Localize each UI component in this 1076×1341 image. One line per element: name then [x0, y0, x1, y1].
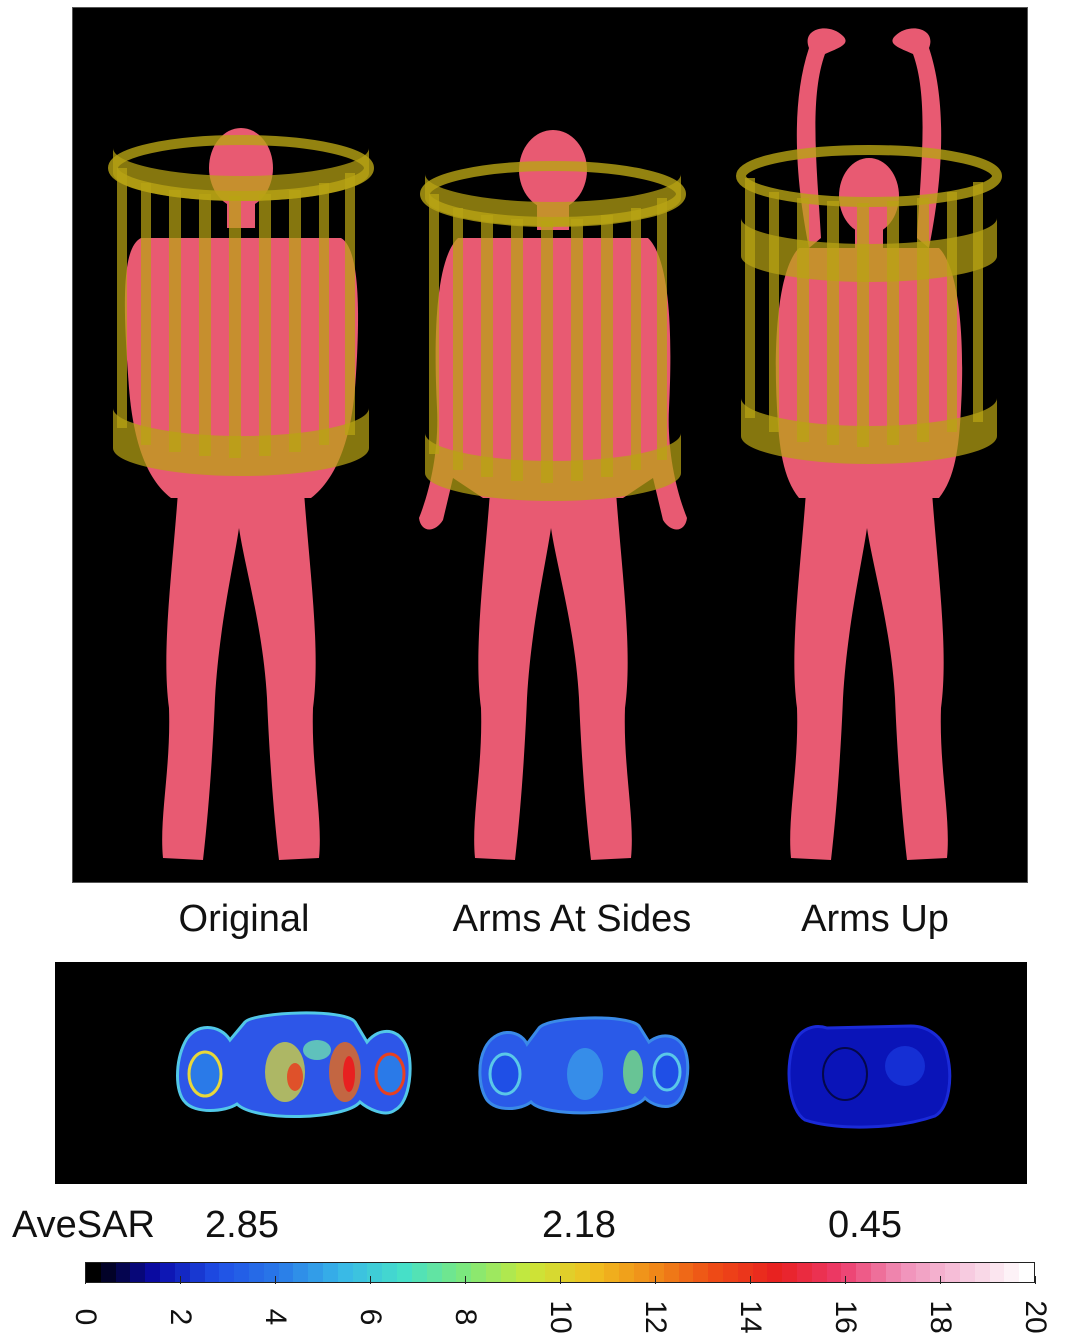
colorbar-segment — [975, 1263, 990, 1282]
colorbar-tick-mark — [1035, 1276, 1036, 1284]
colorbar-segment — [886, 1263, 901, 1282]
colorbar-tick-mark — [275, 1276, 276, 1284]
colorbar-segment — [753, 1263, 768, 1282]
colorbar-tick-label: 6 — [353, 1309, 387, 1326]
colorbar-segment — [442, 1263, 457, 1282]
colorbar-segment — [145, 1263, 160, 1282]
colorbar-tick-label: 4 — [258, 1309, 292, 1326]
colorbar-segment — [486, 1263, 501, 1282]
colorbar-segment — [664, 1263, 679, 1282]
colorbar-segment — [560, 1263, 575, 1282]
colorbar-segment — [130, 1263, 145, 1282]
colorbar-tick-label: 16 — [828, 1300, 862, 1333]
colorbar-segment — [679, 1263, 694, 1282]
colorbar-segment — [960, 1263, 975, 1282]
colorbar-segment — [205, 1263, 220, 1282]
colorbar-segment — [323, 1263, 338, 1282]
sar-map-panel — [55, 962, 1027, 1184]
colorbar-segment — [382, 1263, 397, 1282]
colorbar-segment — [397, 1263, 412, 1282]
colorbar-tick-mark — [655, 1276, 656, 1284]
colorbar-segment — [219, 1263, 234, 1282]
avesar-label: AveSAR — [12, 1204, 155, 1247]
colorbar-segment — [590, 1263, 605, 1282]
sar-map-arms-at-sides — [480, 1018, 688, 1113]
colorbar-segment — [767, 1263, 782, 1282]
original-body-model — [113, 128, 369, 860]
colorbar-tick-mark — [180, 1276, 181, 1284]
colorbar-segment — [797, 1263, 812, 1282]
sar-map-arms-up — [789, 1026, 950, 1127]
colorbar-segment — [1004, 1263, 1019, 1282]
colorbar-segment — [708, 1263, 723, 1282]
colorbar-segment — [293, 1263, 308, 1282]
sar-maps-svg — [55, 962, 1027, 1184]
avesar-value-arms-up: 0.45 — [828, 1204, 902, 1247]
avesar-value-original: 2.85 — [205, 1204, 279, 1247]
colorbar-segment — [856, 1263, 871, 1282]
colorbar-tick-label: 20 — [1018, 1300, 1052, 1333]
colorbar-segment — [1019, 1263, 1034, 1282]
colorbar-segment — [871, 1263, 886, 1282]
colorbar-segment — [308, 1263, 323, 1282]
colorbar-segment — [234, 1263, 249, 1282]
colorbar-segment — [249, 1263, 264, 1282]
pose-label-arms-at-sides: Arms At Sides — [453, 898, 692, 941]
colorbar-tick-mark — [940, 1276, 941, 1284]
colorbar-segment — [116, 1263, 131, 1282]
colorbar-segment — [945, 1263, 960, 1282]
colorbar-tick-mark — [560, 1276, 561, 1284]
colorbar-segment — [649, 1263, 664, 1282]
colorbar-segment — [619, 1263, 634, 1282]
colorbar-segment — [86, 1263, 101, 1282]
colorbar-segment — [930, 1263, 945, 1282]
colorbar-segment — [427, 1263, 442, 1282]
colorbar-segment — [812, 1263, 827, 1282]
arms-at-sides-body-model — [419, 130, 687, 860]
avesar-value-arms-at-sides: 2.18 — [542, 1204, 616, 1247]
arms-up-body-model — [741, 28, 997, 860]
colorbar-segment — [353, 1263, 368, 1282]
colorbar-segment — [901, 1263, 916, 1282]
colorbar-segment — [990, 1263, 1005, 1282]
body-model-panel — [72, 7, 1028, 883]
colorbar-tick-label: 8 — [448, 1309, 482, 1326]
colorbar-segment — [723, 1263, 738, 1282]
colorbar-segment — [160, 1263, 175, 1282]
colorbar-segment — [693, 1263, 708, 1282]
colorbar-segment — [338, 1263, 353, 1282]
colorbar-segment — [412, 1263, 427, 1282]
colorbar-segment — [264, 1263, 279, 1282]
colorbar-segment — [916, 1263, 931, 1282]
colorbar-segment — [175, 1263, 190, 1282]
pose-label-original: Original — [179, 898, 310, 941]
pose-label-arms-up: Arms Up — [801, 898, 949, 941]
colorbar-segment — [604, 1263, 619, 1282]
colorbar-tick-label: 12 — [638, 1300, 672, 1333]
colorbar-tick-label: 2 — [163, 1309, 197, 1326]
colorbar-segment — [101, 1263, 116, 1282]
colorbar-segment — [530, 1263, 545, 1282]
colorbar-segment — [279, 1263, 294, 1282]
colorbar-segment — [190, 1263, 205, 1282]
colorbar-segment — [501, 1263, 516, 1282]
colorbar-segment — [575, 1263, 590, 1282]
colorbar-tick-label: 0 — [68, 1309, 102, 1326]
colorbar-tick-label: 10 — [543, 1300, 577, 1333]
colorbar-segment — [782, 1263, 797, 1282]
colorbar-segment — [827, 1263, 842, 1282]
colorbar-tick-mark — [845, 1276, 846, 1284]
colorbar-segment — [516, 1263, 531, 1282]
colorbar-tick-mark — [465, 1276, 466, 1284]
colorbar-tick-label: 18 — [923, 1300, 957, 1333]
colorbar-segment — [471, 1263, 486, 1282]
colorbar-tick-mark — [750, 1276, 751, 1284]
colorbar-tick-mark — [370, 1276, 371, 1284]
colorbar-tick-label: 14 — [733, 1300, 767, 1333]
colorbar-segment — [545, 1263, 560, 1282]
colorbar-segment — [634, 1263, 649, 1282]
sar-map-original — [178, 1013, 411, 1117]
colorbar-tick-mark — [85, 1276, 86, 1284]
body-models-svg — [73, 8, 1029, 884]
